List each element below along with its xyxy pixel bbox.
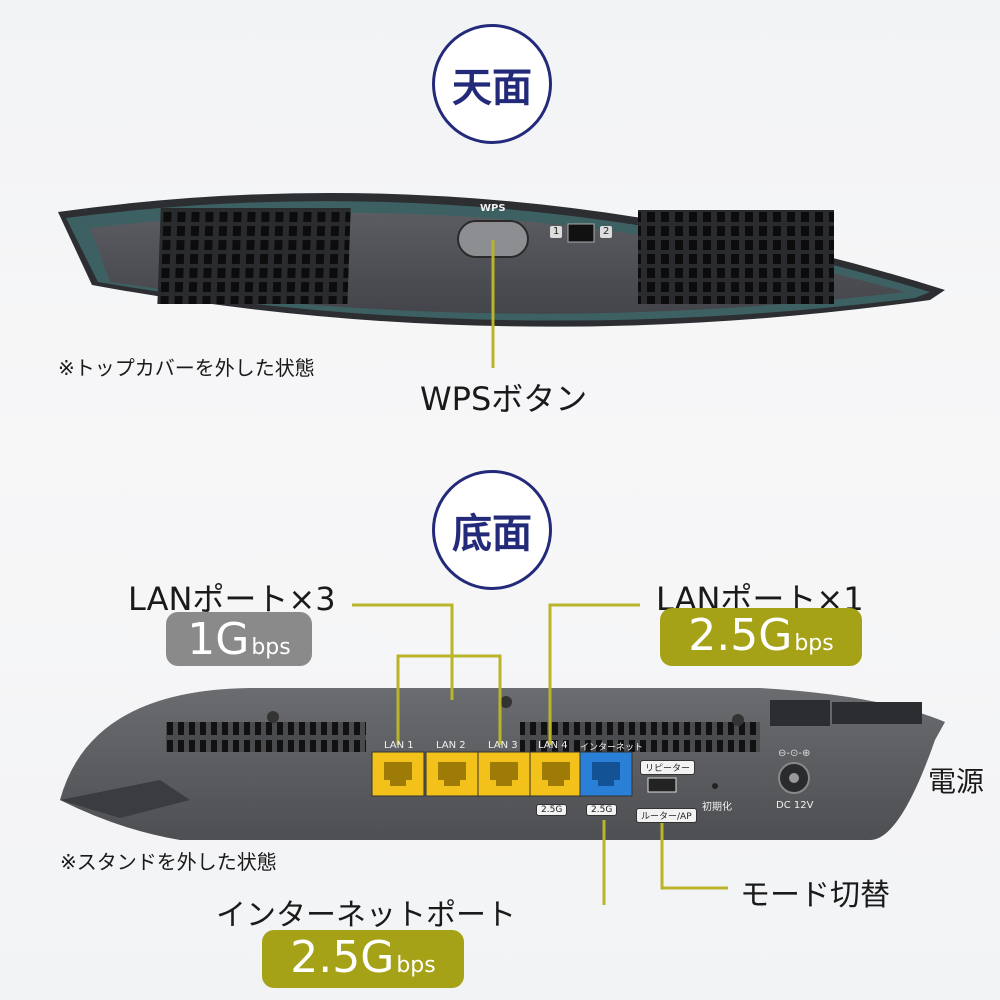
router-ap-text: ルーター/AP bbox=[636, 808, 697, 823]
top-left-vent bbox=[157, 208, 351, 304]
svg-text:⊖-⊙-⊕: ⊖-⊙-⊕ bbox=[778, 748, 810, 759]
dc-text: DC 12V bbox=[776, 800, 814, 811]
internet-port-label: インターネットポート bbox=[216, 898, 516, 933]
top-cover-note: ※トップカバーを外した状態 bbox=[58, 356, 315, 380]
router-bottom-view: ⊖-⊙-⊕ bbox=[60, 688, 945, 840]
power-label: 電源 bbox=[928, 765, 985, 798]
bottom-view-title: 底面 bbox=[432, 470, 552, 590]
lan-1g-speed-main: 1G bbox=[187, 614, 250, 665]
router-top-view bbox=[58, 192, 945, 327]
repeater-text: リピーター bbox=[640, 760, 696, 775]
lan-1g-speed-unit: bps bbox=[251, 635, 291, 660]
lan2-text: LAN 2 bbox=[436, 740, 466, 751]
internet-25g-badge: 2.5G bbox=[586, 804, 618, 816]
lan3-text: LAN 3 bbox=[488, 740, 518, 751]
lan-ports-1g-label: LANポート×3 bbox=[128, 580, 336, 618]
lan-25g-speed-unit: bps bbox=[794, 631, 834, 656]
stand-removed-note: ※スタンドを外した状態 bbox=[60, 850, 277, 874]
internet-speed-main: 2.5G bbox=[290, 932, 395, 983]
lan4-text: LAN 4 bbox=[538, 740, 568, 751]
mode-switch-label: モード切替 bbox=[740, 878, 890, 913]
lan-25g-speed-main: 2.5G bbox=[688, 610, 793, 661]
internet-speed-pill: 2.5G bps bbox=[262, 930, 464, 988]
reset-hole bbox=[712, 783, 718, 789]
lan-25g-speed-pill: 2.5G bps bbox=[660, 608, 862, 666]
lan-1g-speed-pill: 1G bps bbox=[166, 612, 312, 666]
internet-speed-unit: bps bbox=[396, 953, 436, 978]
switch-pos-2: 2 bbox=[603, 226, 610, 237]
internet-text: インターネット bbox=[580, 743, 644, 753]
device-wps-text: WPS bbox=[480, 203, 506, 214]
mode-switch bbox=[647, 777, 677, 793]
band-switch bbox=[567, 223, 595, 243]
reset-text: 初期化 bbox=[702, 802, 732, 813]
lan4-25g-badge: 2.5G bbox=[536, 804, 568, 816]
wps-button-label: WPSボタン bbox=[420, 380, 588, 418]
lan1-text: LAN 1 bbox=[384, 740, 414, 751]
leader-lines bbox=[352, 603, 728, 905]
switch-pos-1: 1 bbox=[553, 226, 560, 237]
top-right-vent bbox=[638, 210, 834, 304]
top-view-title: 天面 bbox=[432, 24, 552, 144]
